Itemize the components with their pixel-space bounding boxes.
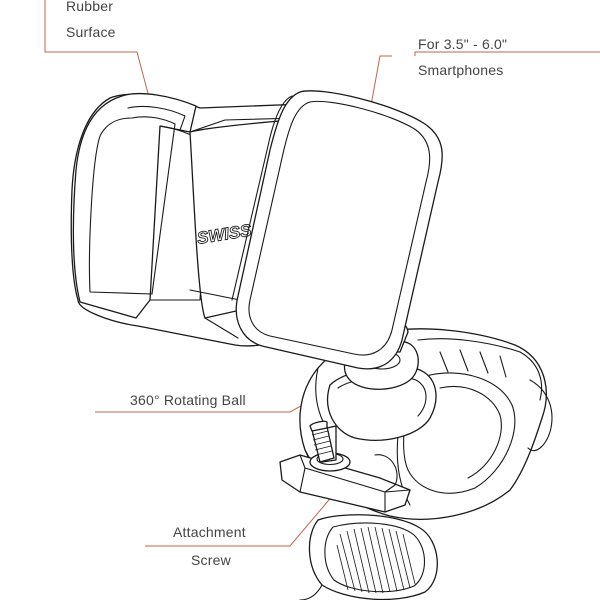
leader-size-top [414,51,600,56]
label-phone-size-line2: Smartphones [418,62,504,78]
label-rotating-ball: 360° Rotating Ball [130,392,246,408]
phone-front-pad [231,90,443,370]
label-rubber-surface-line2: Surface [66,24,116,40]
strap-handle [299,514,438,601]
label-rubber-surface-line1: Rubber [66,0,114,14]
attachment-screw [279,420,411,513]
label-attachment-screw-line2: Screw [191,552,231,568]
label-phone-size-line1: For 3.5" - 6.0" [418,36,508,52]
leader-rubber [44,0,159,132]
label-attachment-screw-line1: Attachment [173,524,246,540]
